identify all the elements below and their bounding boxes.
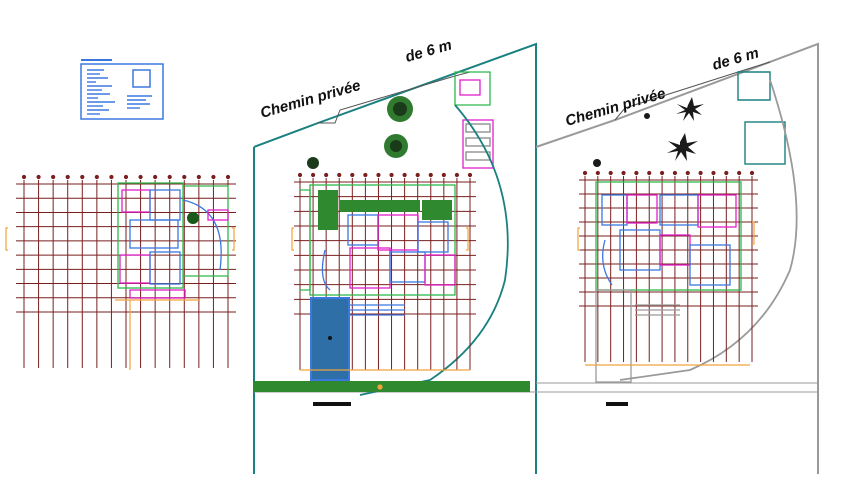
right-plan-trees xyxy=(593,97,704,167)
right-scale-bar xyxy=(606,402,628,406)
right-road-name: Chemin privée xyxy=(563,85,667,130)
middle-pool xyxy=(310,297,350,381)
left-road-name: Chemin privée xyxy=(258,77,362,122)
left-plan-tree xyxy=(187,212,199,224)
legend-block xyxy=(80,59,164,120)
middle-plan-trees xyxy=(307,96,413,169)
right-plan-grid xyxy=(579,170,758,362)
left-road-width: de 6 m xyxy=(403,36,453,65)
middle-building xyxy=(300,184,456,316)
left-plan xyxy=(5,174,236,370)
middle-lawn-strip xyxy=(254,381,530,392)
right-plan: Chemin privée de 6 m xyxy=(535,42,819,474)
left-plan-dims xyxy=(5,227,235,370)
right-road-width: de 6 m xyxy=(710,44,760,73)
right-building xyxy=(595,181,742,383)
left-plan-grid xyxy=(16,174,236,368)
middle-scale-bar xyxy=(313,402,351,406)
middle-plan: Chemin privée de 6 m xyxy=(253,36,537,474)
left-plan-walls xyxy=(117,182,229,299)
